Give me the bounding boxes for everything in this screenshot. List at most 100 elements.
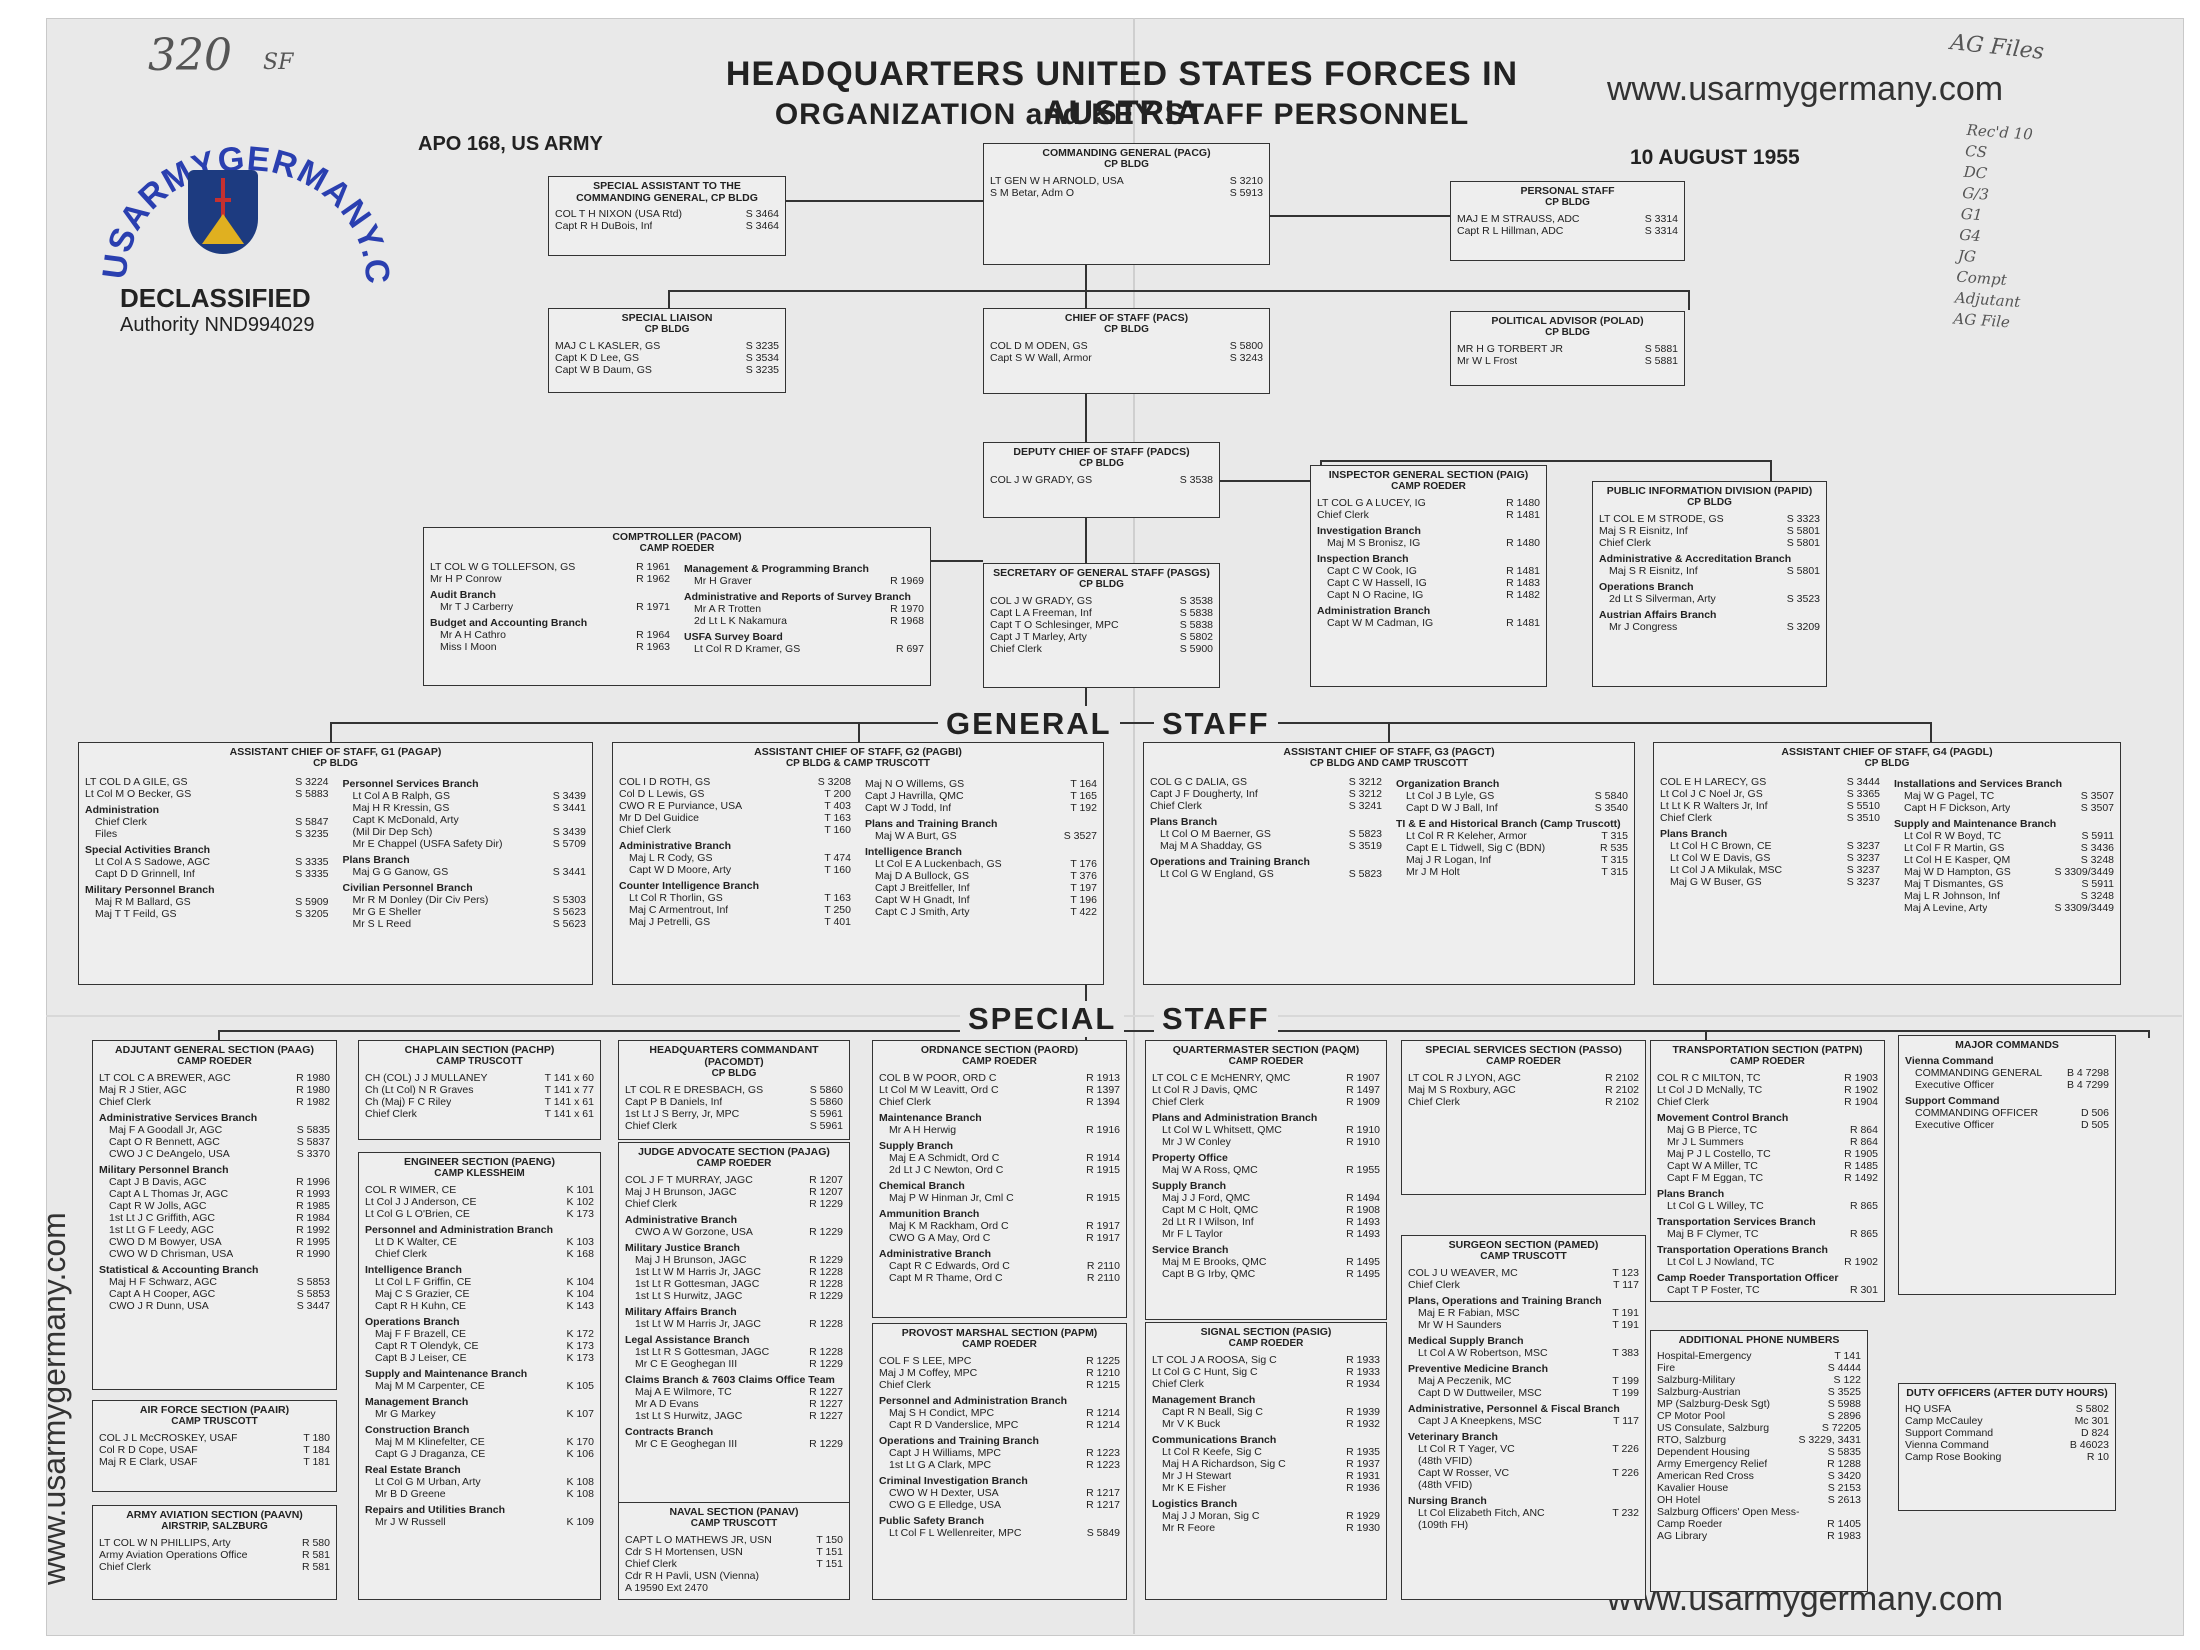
phone-extension: R 1229: [809, 1290, 843, 1302]
personnel-name: Mr H P Conrow: [430, 573, 502, 585]
personnel-name: Lt Col L F Griffin, CE: [375, 1276, 472, 1288]
personnel-name: Maj J H Brunson, JAGC: [635, 1254, 747, 1266]
section-heading: INSPECTOR GENERAL SECTION (PAIG)Camp Roe…: [1317, 469, 1540, 493]
phone-extension: R 1483: [1506, 577, 1540, 589]
phone-extension: S 2896: [1827, 1410, 1861, 1422]
personnel-name: Capt F M Eggan, TC: [1667, 1172, 1764, 1184]
personnel-name: 1st Lt R Gottesman, JAGC: [635, 1278, 760, 1290]
personnel-name: Chief Clerk: [365, 1108, 417, 1120]
phone-extension: K 105: [566, 1380, 594, 1392]
judge-advocate-box: JUDGE ADVOCATE SECTION (PAJAG)Camp Roede…: [618, 1142, 850, 1504]
phone-extension: R 1962: [636, 573, 670, 585]
phone-extension: R 1937: [1346, 1458, 1380, 1470]
apo-address: APO 168, US ARMY: [418, 133, 603, 155]
air-force-box: AIR FORCE SECTION (PAAIR)Camp TruscottCO…: [92, 1400, 337, 1492]
phone-extension: R 1982: [296, 1096, 330, 1108]
phone-extension: S 3212: [1348, 776, 1382, 788]
personnel-name: Maj N O Willems, GS: [865, 778, 965, 790]
personnel-name: Chief Clerk: [1657, 1096, 1709, 1108]
phone-extension: S 5823: [1348, 868, 1382, 880]
personnel-name: COL R C MILTON, TC: [1657, 1072, 1761, 1084]
phone-extension: S 72205: [1821, 1422, 1861, 1434]
phone-extension: R 1983: [1827, 1530, 1861, 1542]
phone-extension: T 232: [1612, 1507, 1639, 1519]
section-heading: TRANSPORTATION SECTION (PATPN)Camp Roede…: [1657, 1044, 1878, 1068]
section-heading: MAJOR COMMANDS: [1955, 1039, 2059, 1051]
personnel-name: LT GEN W H ARNOLD, USA: [990, 175, 1124, 187]
phone-extension: R 1955: [1346, 1164, 1380, 1176]
personnel-name: COL E H LARECY, GS: [1660, 776, 1767, 788]
branch-title: Plans Branch: [1657, 1188, 1725, 1200]
phone-extension: R 1980: [296, 1084, 330, 1096]
personnel-name: Maj J J Ford, QMC: [1162, 1192, 1251, 1204]
section-location: CP Bldg: [1079, 579, 1124, 590]
phone-extension: S 3534: [745, 352, 779, 364]
personnel-name: Maj J R Logan, Inf: [1406, 854, 1492, 866]
personnel-row: Mr H P Conrow R 1962: [430, 573, 670, 585]
phone-extension: S 3335: [295, 856, 329, 868]
phone-extension: S 4444: [1827, 1362, 1861, 1374]
personnel-name: COMMANDING OFFICER: [1915, 1107, 2039, 1119]
phone-extension: R 1223: [1086, 1447, 1120, 1459]
phone-extension: R 1930: [1346, 1522, 1380, 1534]
personnel-name: RTO, Salzburg: [1657, 1434, 1727, 1446]
transportation-box: TRANSPORTATION SECTION (PATPN)Camp Roede…: [1650, 1040, 1885, 1302]
section-location: Camp Roeder: [1391, 481, 1466, 492]
phone-extension: R 1996: [296, 1176, 330, 1188]
section-heading: QUARTERMASTER SECTION (PAQM)Camp Roeder: [1152, 1044, 1380, 1068]
document-subtitle: ORGANIZATION and KEY STAFF PERSONNEL: [774, 98, 1470, 131]
deputy-chief-of-staff-box: DEPUTY CHIEF OF STAFF (PADCS)CP BldgCOL …: [983, 442, 1220, 518]
personnel-name: Mr R M Donley (Dir Civ Pers): [352, 894, 489, 906]
phone-extension: K 106: [566, 1448, 594, 1460]
personnel-name: Lt D K Walter, CE: [375, 1236, 457, 1248]
section-heading: DUTY OFFICERS (After Duty Hours): [1906, 1387, 2108, 1399]
section-location: Camp Roeder: [696, 1158, 772, 1169]
personnel-name: Lt Col R Thorlin, GS: [629, 892, 723, 904]
phone-extension: S 3540: [1594, 802, 1628, 814]
branch-title: Operations Branch: [1599, 581, 1694, 593]
g4-box: ASSISTANT CHIEF OF STAFF, G4 (PAGDL)CP B…: [1653, 742, 2121, 985]
personnel-row: (109th FH): [1408, 1519, 1639, 1531]
personnel-name: Maj W A Burt, GS: [875, 830, 957, 842]
phone-extension: S 5510: [1846, 800, 1880, 812]
section-location: Camp Roeder: [177, 1056, 252, 1067]
personnel-name: Maj S R Eisnitz, Inf: [1599, 525, 1688, 537]
branch-title: Personnel and Administration Branch: [879, 1395, 1068, 1407]
personnel-name: Capt J A Kneepkens, MSC: [1418, 1415, 1542, 1427]
phone-extension: S 5801: [1786, 537, 1820, 549]
personnel-name: Executive Officer: [1915, 1079, 1995, 1091]
personnel-name: Mr H Graver: [694, 575, 752, 587]
